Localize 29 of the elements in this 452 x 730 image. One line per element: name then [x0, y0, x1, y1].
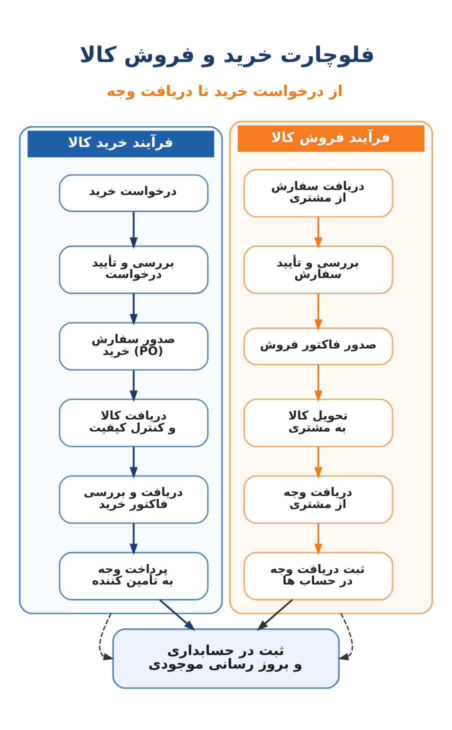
node-box: ثبت در حسابداری و بروز رسانی موجودی — [112, 628, 340, 689]
node-box: صدور فاکتور فروش — [244, 328, 394, 366]
arrow — [314, 294, 322, 331]
arrow — [99, 613, 114, 660]
arrow — [314, 216, 322, 249]
arrow — [314, 446, 322, 479]
arrow — [130, 446, 138, 479]
label: از درخواست خرید تا دریافت وجه — [106, 82, 343, 100]
node-box: بررسی و تأیید درخواست — [58, 246, 208, 294]
node-box: دریافت سفارش از مشتری — [244, 168, 394, 218]
node-box: پرداخت وجه به تأمین کننده — [58, 552, 208, 600]
arrow — [338, 613, 353, 660]
arrow — [159, 599, 196, 631]
arrow — [130, 211, 138, 249]
arrow — [314, 364, 322, 402]
diagram-title: فلوچارت خرید و فروش کالا — [80, 43, 375, 68]
node-box: ثبت دریافت وجه در حساب ها — [244, 552, 394, 600]
arrow — [130, 370, 138, 402]
arrow — [130, 294, 138, 326]
arrow — [130, 523, 138, 556]
node-box: بررسی و تأیید سفارش — [244, 246, 394, 294]
node-box: درخواست خرید — [58, 174, 208, 212]
node-box: دریافت کالا و کنترل کیفیت — [58, 398, 208, 448]
node-box: دریافت و بررسی فاکتور خرید — [58, 475, 208, 524]
node-box: تحویل کالا به مشتری — [244, 398, 394, 448]
node-box: صدور سفارش خرید (PO) — [58, 322, 208, 371]
node-box: دریافت وجه از مشتری — [244, 475, 394, 524]
arrow — [314, 523, 322, 556]
arrow — [256, 599, 293, 631]
